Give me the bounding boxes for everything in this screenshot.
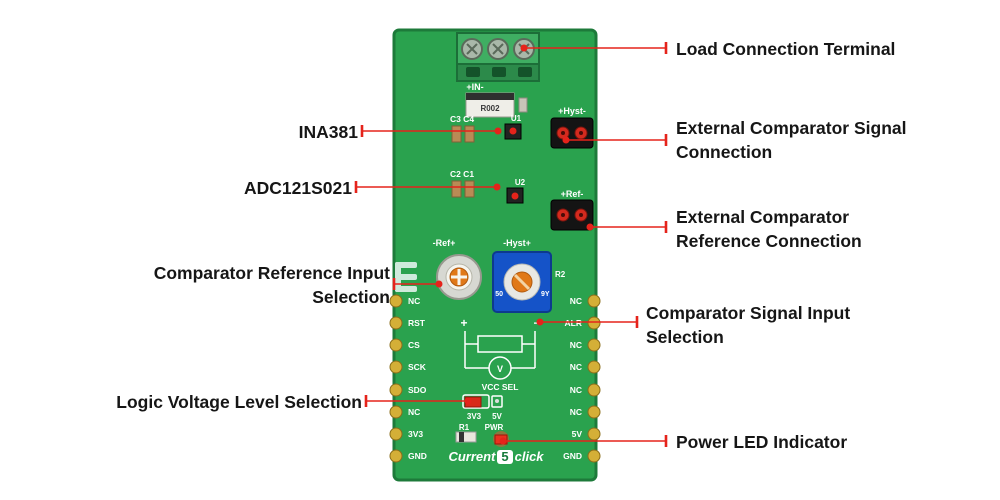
ref-top-silkscreen: +Ref- bbox=[561, 189, 584, 199]
callout-external-comparator-signal-connection: External Comparator Signal Connection bbox=[676, 116, 906, 164]
castellated-pads bbox=[389, 294, 601, 463]
callout-text: Selection bbox=[312, 287, 390, 307]
callout-logic-voltage-level-selection: Logic Voltage Level Selection bbox=[92, 390, 362, 414]
callout-ina381: INA381 bbox=[238, 120, 358, 144]
vcc-sel-silkscreen: VCC SEL bbox=[482, 382, 519, 392]
load-terminal-block bbox=[456, 32, 540, 82]
callout-power-led-indicator: Power LED Indicator bbox=[676, 430, 847, 454]
c3c4-silkscreen: C3 C4 bbox=[450, 114, 474, 124]
meter-silkscreen bbox=[464, 331, 536, 380]
u1-marker-dot bbox=[509, 127, 517, 135]
board-title-number: 5 bbox=[497, 450, 513, 464]
callout-text: Selection bbox=[646, 327, 724, 347]
r1-resistor bbox=[455, 431, 477, 443]
pin-left-3: SCK bbox=[408, 362, 427, 372]
ref-pot-silkscreen: -Ref+ bbox=[433, 238, 456, 248]
pin-right-4: NC bbox=[570, 385, 582, 395]
callout-text: Logic Voltage Level Selection bbox=[116, 392, 362, 412]
callout-text: Comparator Reference Input bbox=[153, 263, 390, 283]
callout-adc121s021: ADC121S021 bbox=[212, 176, 352, 200]
plus-silkscreen: + bbox=[460, 316, 467, 330]
callout-lines bbox=[354, 42, 668, 447]
pin-left-0: NC bbox=[408, 296, 420, 306]
c2c1-silkscreen: C2 C1 bbox=[450, 169, 474, 179]
r2-silkscreen: R2 bbox=[555, 270, 566, 279]
callout-ticks bbox=[354, 42, 668, 447]
u2-silkscreen: U2 bbox=[515, 178, 526, 187]
meter-letter: V bbox=[497, 364, 503, 374]
pin-right-2: NC bbox=[570, 340, 582, 350]
pin-right-5: NC bbox=[570, 407, 582, 417]
rotary-mark-left: 50 bbox=[495, 291, 503, 298]
r1-silkscreen: R1 bbox=[459, 423, 470, 432]
pin-left-4: SDO bbox=[408, 385, 427, 395]
callout-text: Power LED Indicator bbox=[676, 432, 848, 452]
callout-text: Load Connection Terminal bbox=[676, 39, 896, 59]
callout-text: INA381 bbox=[298, 122, 358, 142]
pin-left-5: NC bbox=[408, 407, 420, 417]
mikroe-logo bbox=[395, 262, 417, 292]
pin-right-1: ALR bbox=[565, 318, 582, 328]
ref-connector bbox=[550, 199, 594, 231]
callout-text: External Comparator bbox=[676, 207, 850, 227]
reference-trimmer-pot bbox=[436, 254, 482, 300]
v5-silkscreen: 5V bbox=[492, 412, 502, 421]
signal-rotary-switch bbox=[492, 251, 552, 313]
callout-comparator-signal-input-selection: Comparator Signal Input Selection bbox=[646, 301, 850, 349]
in-silkscreen: +IN- bbox=[466, 82, 483, 92]
pin-left-1: RST bbox=[408, 318, 426, 328]
terminal-opening bbox=[466, 67, 480, 77]
callout-text: External Comparator Signal bbox=[676, 118, 907, 138]
rotary-mark-right: 9Y bbox=[541, 291, 550, 298]
callout-comparator-reference-input-selection: Comparator Reference Input Selection bbox=[60, 261, 390, 309]
terminal-opening bbox=[518, 67, 532, 77]
pin-right-0: NC bbox=[570, 296, 582, 306]
hyst-pot-silkscreen: -Hyst+ bbox=[503, 238, 531, 248]
u2-marker-dot bbox=[511, 192, 519, 200]
callout-text: Connection bbox=[676, 142, 773, 162]
callout-text: ADC121S021 bbox=[244, 178, 352, 198]
pin-right-6: 5V bbox=[572, 429, 583, 439]
hyst-top-silkscreen: +Hyst- bbox=[558, 106, 586, 116]
shunt-value-label: R002 bbox=[480, 104, 500, 113]
c2-c1-capacitors bbox=[451, 180, 475, 198]
callout-dots bbox=[435, 44, 594, 445]
board-title-suffix: click bbox=[514, 449, 544, 464]
pin-left-2: CS bbox=[408, 340, 420, 350]
c3-c4-capacitors bbox=[451, 125, 475, 143]
shunt-resistor bbox=[465, 92, 528, 118]
callout-external-comparator-reference-connection: External Comparator Reference Connection bbox=[676, 205, 862, 253]
v33-silkscreen: 3V3 bbox=[467, 412, 482, 421]
small-capacitor bbox=[518, 97, 528, 113]
callout-text: Comparator Signal Input bbox=[646, 303, 851, 323]
pin-right-7: GND bbox=[563, 451, 582, 461]
terminal-opening bbox=[492, 67, 506, 77]
callout-text: Reference Connection bbox=[676, 231, 862, 251]
pin-left-7: GND bbox=[408, 451, 427, 461]
pin-right-3: NC bbox=[570, 362, 582, 372]
callout-load-connection-terminal: Load Connection Terminal bbox=[676, 37, 895, 61]
pin-left-6: 3V3 bbox=[408, 429, 423, 439]
hyst-connector bbox=[550, 117, 594, 149]
board-title-prefix: Current bbox=[448, 449, 496, 464]
pwr-silkscreen: PWR bbox=[485, 423, 504, 432]
u1-silkscreen: U1 bbox=[511, 114, 522, 123]
